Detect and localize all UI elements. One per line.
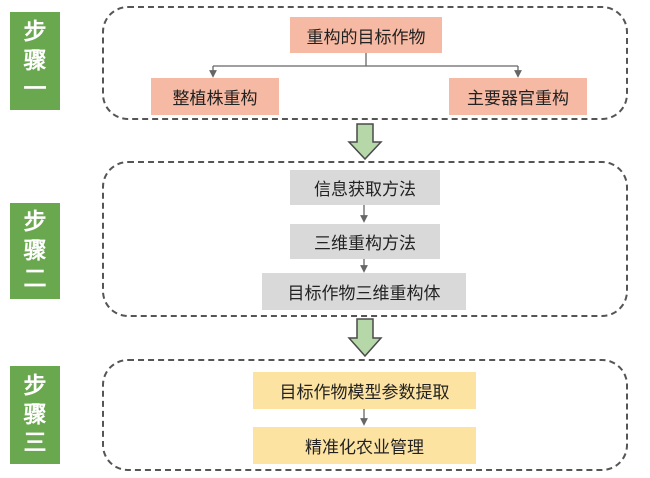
step-1-label-char-2: 骤 — [23, 47, 47, 74]
step-2-label-char-3: 二 — [23, 266, 47, 293]
target-crop-box: 重构的目标作物 — [290, 17, 442, 53]
step-2-group — [102, 161, 628, 317]
step-2-label-char-2: 骤 — [23, 237, 47, 264]
step-1-group — [102, 6, 628, 120]
target-crop-3d-model-box: 目标作物三维重构体 — [262, 273, 466, 310]
step-3-label-char-3: 三 — [23, 430, 47, 457]
info-acquisition-method-box: 信息获取方法 — [290, 170, 440, 205]
step-1-label-char-3: 一 — [23, 76, 47, 103]
precision-agriculture-box: 精准化农业管理 — [253, 427, 476, 464]
flow-arrow-step-2-to-3 — [347, 318, 383, 358]
3d-reconstruction-method-box: 三维重构方法 — [290, 224, 440, 259]
step-2-label-char-1: 步 — [23, 208, 47, 235]
step-3-label-char-2: 骤 — [23, 401, 47, 428]
step-1-label: 步 骤 一 — [10, 12, 60, 110]
step-2-label: 步 骤 二 — [10, 203, 60, 299]
flow-arrow-step-1-to-2 — [347, 123, 383, 161]
model-parameter-extraction-box: 目标作物模型参数提取 — [253, 372, 476, 409]
whole-plant-reconstruction-box: 整植株重构 — [151, 78, 279, 115]
step-3-label-char-1: 步 — [23, 372, 47, 399]
step-3-group — [102, 359, 628, 471]
main-organ-reconstruction-box: 主要器官重构 — [449, 78, 587, 115]
step-3-label: 步 骤 三 — [10, 366, 60, 464]
step-1-label-char-1: 步 — [23, 18, 47, 45]
step-1-tree-connector — [209, 52, 522, 78]
